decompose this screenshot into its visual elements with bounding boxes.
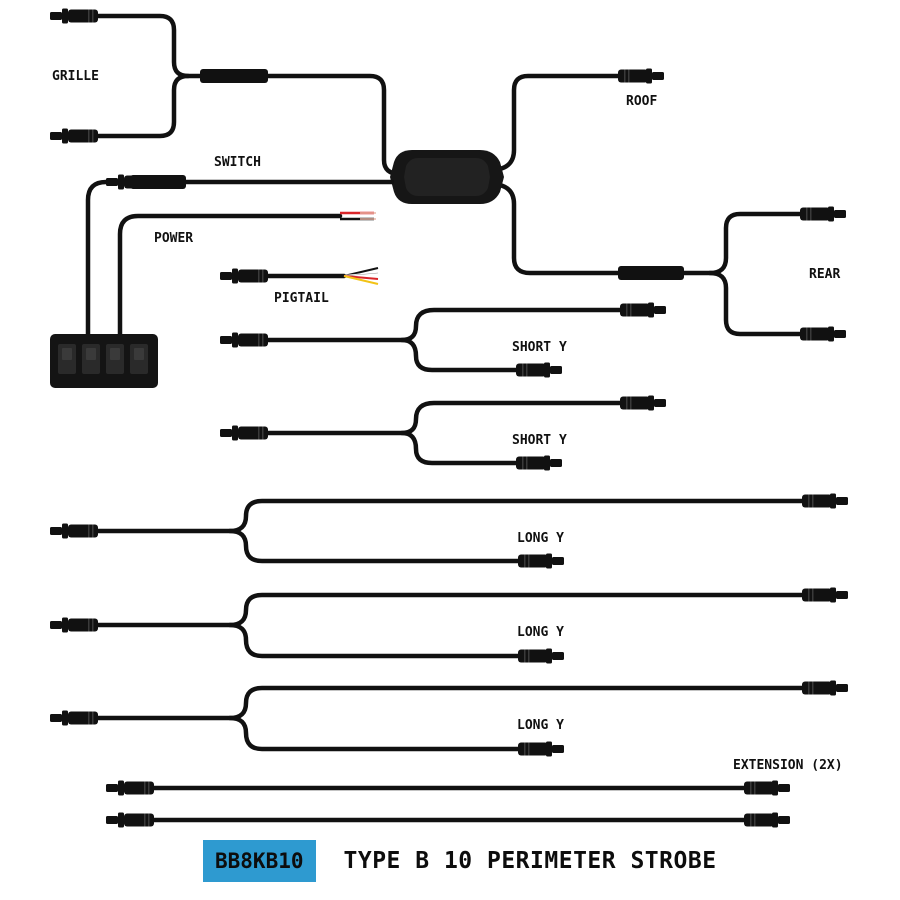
label-long-y-2: LONG Y xyxy=(517,625,564,640)
rear-connector-bottom xyxy=(800,326,846,342)
extension-1-left-connector xyxy=(106,780,154,796)
rear-connector-top xyxy=(800,206,846,222)
rear-inline-connector xyxy=(618,266,684,280)
long-y-harness-3 xyxy=(50,680,848,757)
long-y-harness-2 xyxy=(50,587,848,664)
grille-inline-connector xyxy=(200,69,268,83)
long-y-3-input-connector xyxy=(50,710,98,726)
short-y-harness-1 xyxy=(220,302,666,378)
label-short-y-1: SHORT Y xyxy=(512,340,567,355)
long-y-3-output-short xyxy=(518,741,564,757)
short-y-2-output-short xyxy=(516,455,562,471)
grille-connector-bottom xyxy=(50,128,98,144)
label-grille: GRILLE xyxy=(52,69,99,84)
label-pigtail: PIGTAIL xyxy=(274,291,329,306)
product-footer: BB8KB10 TYPE B 10 PERIMETER STROBE xyxy=(203,840,717,882)
extension-2-right-connector xyxy=(744,812,790,828)
label-short-y-2: SHORT Y xyxy=(512,433,567,448)
extension-cables xyxy=(106,780,790,828)
long-y-harness-1 xyxy=(50,493,848,569)
pigtail-harness xyxy=(220,267,379,285)
grille-connector-top xyxy=(50,8,98,24)
roof-connector xyxy=(618,68,664,84)
long-y-1-input-connector xyxy=(50,523,98,539)
switch-panel xyxy=(50,334,158,388)
label-roof: ROOF xyxy=(626,94,658,109)
label-extension: EXTENSION (2X) xyxy=(733,758,843,773)
power-harness xyxy=(117,211,376,339)
long-y-2-output-short xyxy=(518,648,564,664)
model-badge: BB8KB10 xyxy=(203,840,316,882)
extension-1-right-connector xyxy=(744,780,790,796)
grille-harness xyxy=(50,8,403,177)
roof-harness xyxy=(487,68,664,173)
extension-2-left-connector xyxy=(106,812,154,828)
short-y-1-input-connector xyxy=(220,332,268,348)
label-switch: SWITCH xyxy=(214,155,261,170)
short-y-1-output-long xyxy=(620,302,666,318)
label-rear: REAR xyxy=(809,267,841,282)
long-y-2-output-long xyxy=(802,587,848,603)
short-y-harness-2 xyxy=(220,395,666,471)
long-y-2-input-connector xyxy=(50,617,98,633)
switch-harness xyxy=(85,174,395,339)
long-y-1-output-short xyxy=(518,553,564,569)
short-y-2-output-long xyxy=(620,395,666,411)
label-power: POWER xyxy=(154,231,194,246)
long-y-3-output-long xyxy=(802,680,848,696)
label-long-y-3: LONG Y xyxy=(517,718,564,733)
rear-harness xyxy=(487,181,846,342)
pigtail-connector xyxy=(220,268,268,284)
control-module xyxy=(390,150,504,204)
short-y-2-input-connector xyxy=(220,425,268,441)
product-title: TYPE B 10 PERIMETER STROBE xyxy=(343,848,717,874)
long-y-1-output-long xyxy=(802,493,848,509)
short-y-1-output-short xyxy=(516,362,562,378)
label-long-y-1: LONG Y xyxy=(517,531,564,546)
